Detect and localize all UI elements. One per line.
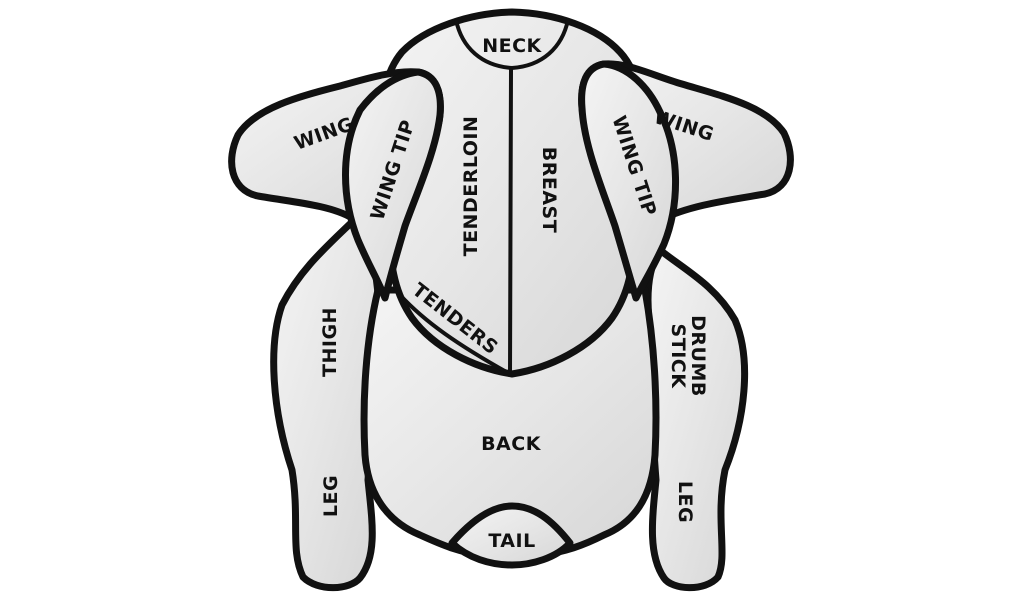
neck-outline <box>454 18 570 70</box>
label-drumstick-line2: STICK <box>667 324 689 390</box>
label-back: BACK <box>481 433 542 455</box>
label-tenderloin: TENDERLOIN <box>460 116 482 257</box>
breast-divider <box>508 68 513 376</box>
label-leg-right: LEG <box>674 481 696 523</box>
label-drumstick-line1: DRUMB <box>687 315 709 397</box>
label-neck: NECK <box>482 35 542 57</box>
label-breast: BREAST <box>538 147 560 233</box>
label-leg-left: LEG <box>320 475 342 517</box>
tenders-divider <box>398 293 512 376</box>
label-tail: TAIL <box>488 530 535 552</box>
tail-shape <box>448 502 574 569</box>
right-leg-shape <box>644 246 749 592</box>
left-wing-tip-shape <box>342 68 444 302</box>
label-thigh: THIGH <box>319 307 341 377</box>
right-wing-tip-shape <box>578 60 679 302</box>
